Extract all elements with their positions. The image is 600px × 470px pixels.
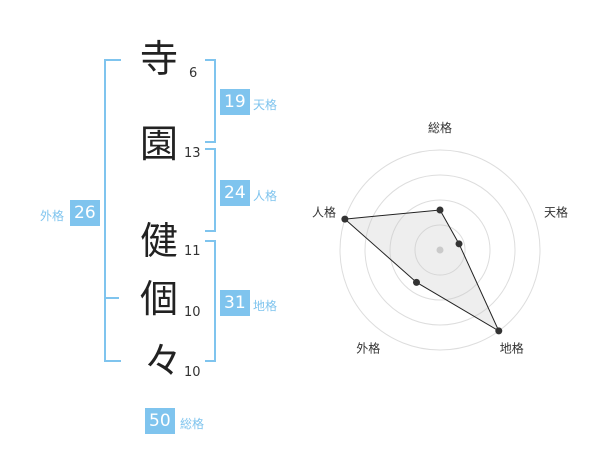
stroke-count-4: 10: [184, 305, 201, 320]
chikaku-label: 地格: [253, 299, 278, 313]
soukaku-label: 総格: [180, 417, 205, 431]
radar-axis-label-3: 地格: [500, 341, 524, 356]
stroke-count-3: 11: [184, 244, 201, 259]
tenkaku-bracket: [205, 59, 216, 143]
gaikaku-value: 26: [70, 200, 100, 226]
radar-axis-label-1: 総格: [428, 120, 452, 135]
radar-point-1: [436, 206, 444, 214]
name-char-3: 健: [140, 219, 179, 263]
radar-axis-label-4: 外格: [356, 341, 380, 356]
name-char-5: 々: [144, 339, 183, 383]
radar-ring-2: [389, 199, 491, 301]
radar-center-dot: [436, 246, 444, 254]
radar-point-4: [412, 278, 420, 286]
gaikaku-bracket: [104, 59, 121, 362]
soukaku-value: 50: [145, 408, 175, 434]
tenkaku-label: 天格: [253, 98, 278, 112]
radar-point-5: [341, 215, 349, 223]
jinkaku-label: 人格: [253, 189, 278, 203]
radar-point-2: [455, 240, 463, 248]
gaikaku-bracket-tick: [104, 297, 119, 299]
chikaku-bracket: [205, 240, 216, 362]
name-char-2: 園: [140, 122, 179, 166]
radar-ring-3: [364, 174, 516, 326]
stroke-count-1: 6: [189, 66, 198, 81]
radar-series-polygon: [343, 209, 500, 333]
name-char-4: 個: [140, 277, 179, 321]
jinkaku-value: 24: [220, 180, 250, 206]
radar-grid: [339, 149, 541, 351]
radar-series: [341, 206, 503, 335]
name-char-1: 寺: [140, 37, 179, 81]
jinkaku-bracket: [205, 148, 216, 232]
radar-ring-1: [414, 224, 466, 276]
stroke-count-2: 13: [184, 146, 201, 161]
tenkaku-value: 19: [220, 89, 250, 115]
chikaku-value: 31: [220, 290, 250, 316]
gaikaku-label: 外格: [40, 209, 65, 223]
radar-ring-4: [339, 149, 541, 351]
radar-point-3: [495, 327, 503, 335]
radar-axis-label-5: 人格: [312, 204, 336, 219]
stroke-count-5: 10: [184, 365, 201, 380]
radar-axis-label-2: 天格: [544, 204, 568, 219]
